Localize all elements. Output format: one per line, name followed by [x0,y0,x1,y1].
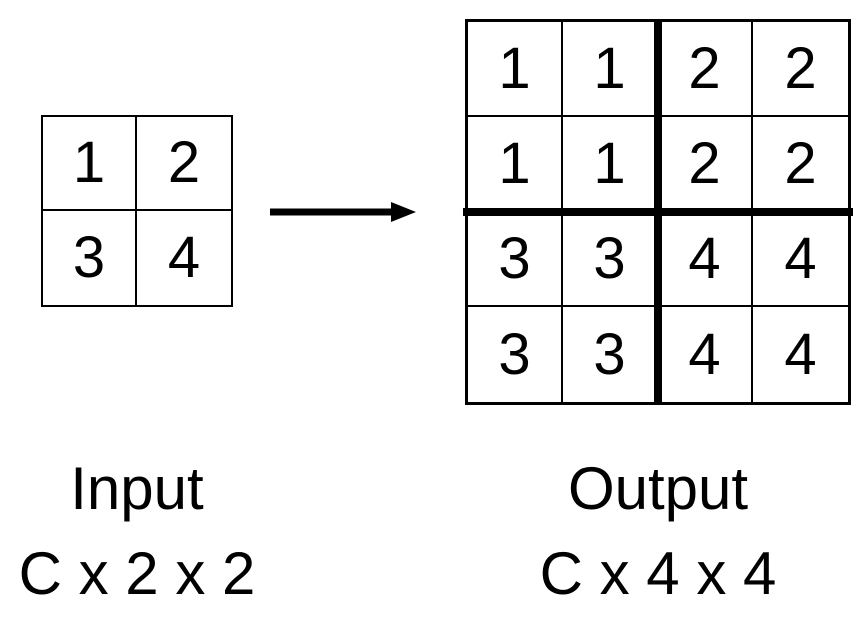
output-caption: Output C x 4 x 4 [538,446,778,616]
output-grid-cell: 1 [468,117,563,212]
input-grid-cell: 1 [43,117,137,211]
input-caption: Input C x 2 x 2 [17,446,257,616]
input-grid-cell: 4 [137,211,231,305]
output-grid: 1 1 2 2 1 1 2 2 3 3 4 4 3 3 4 4 [463,19,853,405]
output-grid-cell: 3 [563,307,658,402]
input-grid-cell: 3 [43,211,137,305]
output-grid-cell: 2 [658,117,753,212]
input-caption-title: Input [70,455,204,522]
output-grid-cell: 1 [563,22,658,117]
output-grid-cell: 3 [563,212,658,307]
input-grid: 1 2 3 4 [41,115,233,307]
output-grid-cell: 4 [753,212,848,307]
output-grid-cell: 1 [468,22,563,117]
output-grid-cell: 4 [658,212,753,307]
output-grid-cell: 3 [468,212,563,307]
output-caption-dims: C x 4 x 4 [539,540,777,607]
output-grid-cell: 2 [658,22,753,117]
right-arrow-icon [270,202,416,222]
quadrant-divider-horizontal [463,208,853,216]
output-grid-cell: 3 [468,307,563,402]
output-caption-title: Output [567,455,749,522]
output-grid-cell: 1 [563,117,658,212]
output-grid-cell: 4 [753,307,848,402]
output-grid-cell: 2 [753,22,848,117]
input-grid-cell: 2 [137,117,231,211]
output-grid-cell: 4 [658,307,753,402]
output-grid-cell: 2 [753,117,848,212]
input-caption-dims: C x 2 x 2 [18,540,256,607]
